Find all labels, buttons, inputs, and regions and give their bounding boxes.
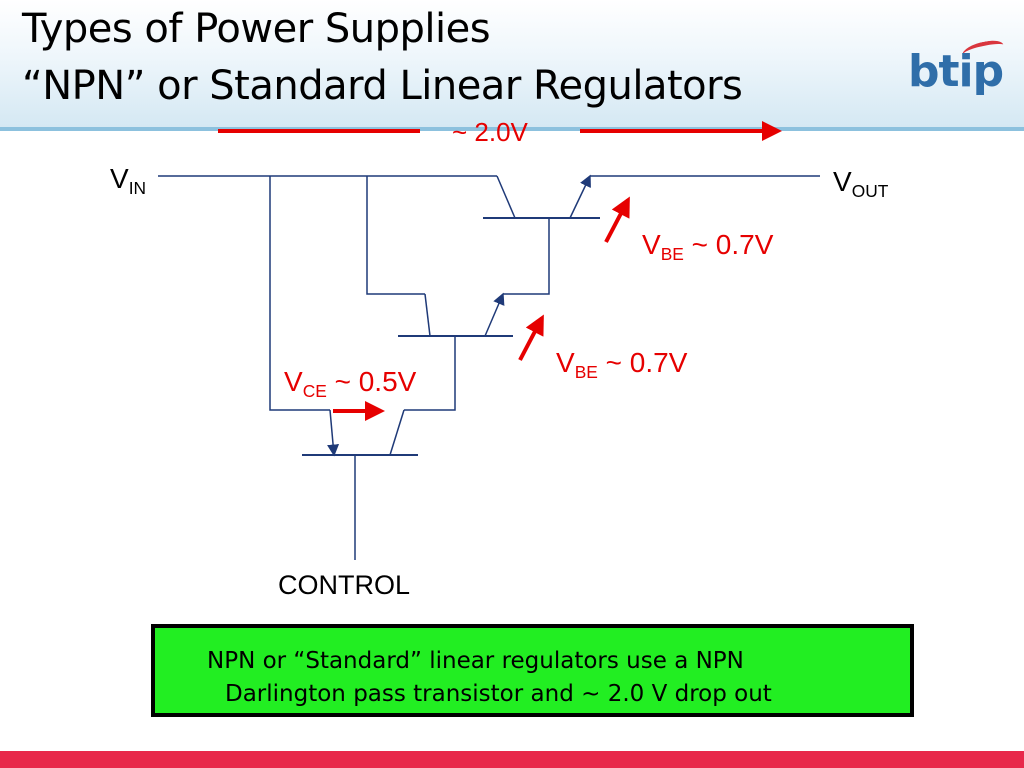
- q1-collector-lead: [496, 175, 516, 219]
- callout-line1: NPN or “Standard” linear regulators use …: [207, 648, 744, 674]
- header-divider: [0, 127, 1024, 131]
- q3-collector-lead: [389, 409, 405, 456]
- summary-callout-box: NPN or “Standard” linear regulators use …: [151, 624, 914, 717]
- q2-collector-lead: [424, 293, 431, 337]
- slide-title-line2: “NPN” or Standard Linear Regulators: [22, 63, 743, 109]
- control-drive-wire: [269, 176, 330, 411]
- vout-label: VOUT: [833, 166, 889, 202]
- q2-emitter-to-q1-base-wire: [503, 218, 550, 295]
- q2-emitter-lead: [484, 292, 505, 337]
- footer-bar: [0, 751, 1024, 768]
- slide-title-line1: Types of Power Supplies: [22, 6, 491, 52]
- callout-line2: Darlington pass transistor and ~ 2.0 V d…: [225, 681, 772, 707]
- q3-emitter-lead: [327, 409, 340, 457]
- dropout-voltage-label: ~ 2.0V: [452, 117, 528, 147]
- header-band: [0, 0, 1024, 128]
- vce-label: VCE ~ 0.5V: [284, 366, 417, 402]
- vbe-lower-label: VBE ~ 0.7V: [556, 347, 688, 383]
- q1-emitter-lead: [569, 174, 591, 219]
- q2-collector-to-control-wire: [404, 336, 456, 411]
- vbe-lower-arrow: [518, 314, 544, 361]
- control-label: CONTROL: [278, 570, 411, 600]
- vbe-upper-label: VBE ~ 0.7V: [642, 229, 774, 265]
- logo-text: btip: [908, 46, 1004, 97]
- btip-logo: btip: [904, 38, 1008, 102]
- vin-label: VIN: [110, 163, 147, 199]
- q2-collector-wire: [366, 176, 425, 295]
- vbe-upper-arrow: [604, 196, 630, 243]
